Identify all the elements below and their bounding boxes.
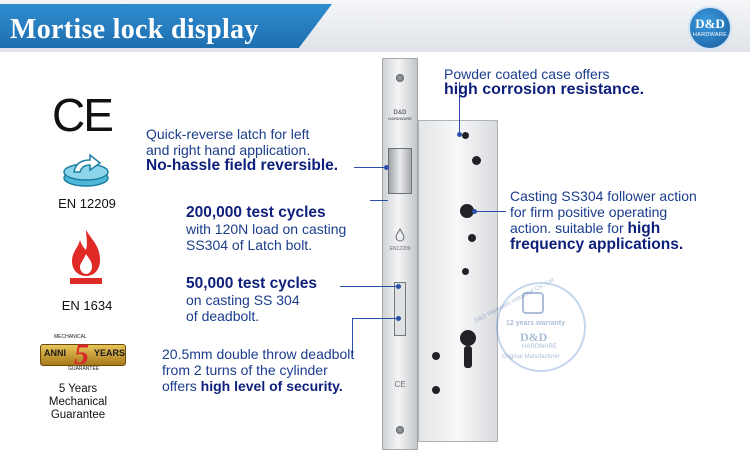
- logo-brand: D&D: [695, 16, 725, 31]
- watermark-bottom: Original Manufacturer: [502, 354, 560, 360]
- deadbolt-line2: from 2 turns of the cylinder: [162, 362, 328, 378]
- faceplate-mark-en: EN12209: [389, 246, 411, 252]
- leader-casting-dot: [472, 209, 477, 214]
- faceplate-brand-sub: HARDWARE: [388, 116, 412, 121]
- cycles50-annotation: 50,000 test cycles on casting SS 304 of …: [186, 275, 317, 325]
- casting-line4-bold: frequency applications.: [510, 236, 684, 253]
- fire-resistance-icon: [70, 230, 102, 284]
- powder-line1: Powder coated case offers: [444, 66, 610, 82]
- casting-line3: action. suitable for high: [510, 220, 697, 237]
- deadbolt-slot: [394, 282, 406, 336]
- case-hole: [462, 132, 469, 139]
- lock-faceplate: [382, 58, 418, 450]
- case-hole: [462, 268, 469, 275]
- powder-bold: high corrosion resistance.: [444, 81, 645, 98]
- leader-casting: [474, 211, 506, 212]
- latch-annotation: Quick-reverse latch for left and right h…: [146, 126, 338, 174]
- faceplate-screw-top: [396, 74, 404, 82]
- leader-deadbolt-h: [352, 318, 396, 319]
- leader-powder-dot: [457, 132, 462, 137]
- latch-line1: Quick-reverse latch for left: [146, 126, 310, 142]
- deadbolt-line3-pre: offers: [162, 378, 197, 394]
- title-box: Mortise lock display: [0, 4, 332, 48]
- deadbolt-line1: 20.5mm double throw deadbolt: [162, 346, 355, 362]
- casting-line1: Casting SS304 follower action: [510, 188, 697, 204]
- faceplate-screw-bottom: [396, 426, 404, 434]
- logo-sub: HARDWARE: [692, 32, 728, 38]
- case-hole: [468, 234, 476, 242]
- badge-bottom-text: GUARANTEE: [68, 366, 100, 372]
- cycles200-line2: SS304 of Latch bolt.: [186, 237, 313, 253]
- leader-50k-dot: [396, 284, 401, 289]
- deadbolt-line3-bold: high level of security.: [200, 378, 343, 394]
- casting-line3-pre: action. suitable for: [510, 220, 624, 236]
- en1634-label: EN 1634: [61, 298, 113, 313]
- leader-latch: [354, 167, 386, 168]
- deadbolt-line3: offers high level of security.: [162, 378, 354, 394]
- leader-deadbolt-v: [352, 318, 353, 356]
- follower-hole: [460, 204, 474, 218]
- leader-50k: [340, 286, 396, 287]
- leader-powder: [459, 82, 460, 134]
- leader-200k: [370, 200, 388, 201]
- powder-annotation: Powder coated case offers high corrosion…: [444, 66, 644, 98]
- latch-bolt: [388, 148, 412, 194]
- dd-hardware-logo: D&D HARDWARE: [688, 6, 732, 50]
- latch-line2: and right hand application.: [146, 142, 311, 158]
- cycles50-line2: of deadbolt.: [186, 308, 260, 324]
- faceplate-brand-text: D&D: [393, 110, 407, 116]
- cycles50-bold: 50,000 test cycles: [186, 275, 317, 292]
- latch-bold: No-hassle field reversible.: [146, 157, 339, 174]
- badge-ribbon: [40, 344, 126, 366]
- cylinder-hole-slot: [464, 346, 472, 368]
- watermark-seal: [496, 282, 586, 372]
- cycles50-line1: on casting SS 304: [186, 292, 300, 308]
- deadbolt-annotation: 20.5mm double throw deadbolt from 2 turn…: [162, 346, 354, 394]
- casting-annotation: Casting SS304 follower action for firm p…: [510, 188, 697, 253]
- watermark-logo-icon: [522, 292, 544, 314]
- en12209-label: EN 12209: [58, 196, 116, 211]
- cycles200-annotation: 200,000 test cycles with 120N load on ca…: [186, 204, 347, 254]
- cycles200-line1: with 120N load on casting: [186, 221, 347, 237]
- badge-left-text: ANNI: [44, 348, 66, 358]
- leader-latch-dot: [384, 165, 389, 170]
- guarantee-label: 5 Years Mechanical Guarantee: [48, 383, 108, 421]
- drop-icon: [395, 228, 405, 242]
- faceplate-mark-ce: CE: [394, 380, 406, 389]
- case-hole: [472, 156, 481, 165]
- lock-case: [418, 120, 498, 442]
- watermark-sub: HARDWARE: [522, 344, 557, 350]
- casting-line3-bold: high: [627, 220, 661, 237]
- casting-line2: for firm positive operating: [510, 204, 668, 220]
- badge-right-text: YEARS: [94, 348, 126, 358]
- watermark-warranty: 12 years warranty: [506, 320, 566, 327]
- cylinder-hole: [460, 330, 476, 346]
- leader-deadbolt-dot: [396, 316, 401, 321]
- case-hole: [432, 352, 440, 360]
- faceplate-brand: D&D HARDWARE: [386, 110, 414, 121]
- page-title: Mortise lock display: [10, 14, 259, 45]
- reverse-arrow-icon: [63, 153, 109, 187]
- badge-number: 5: [74, 338, 89, 371]
- ce-mark-icon: CE: [52, 89, 114, 141]
- case-hole: [432, 386, 440, 394]
- cycles200-bold: 200,000 test cycles: [186, 204, 326, 221]
- guarantee-badge: MECHANICAL ANNI 5 YEARS GUARANTEE: [40, 334, 126, 372]
- badge-top-text: MECHANICAL: [54, 334, 87, 340]
- watermark-brand: D&D: [520, 330, 548, 344]
